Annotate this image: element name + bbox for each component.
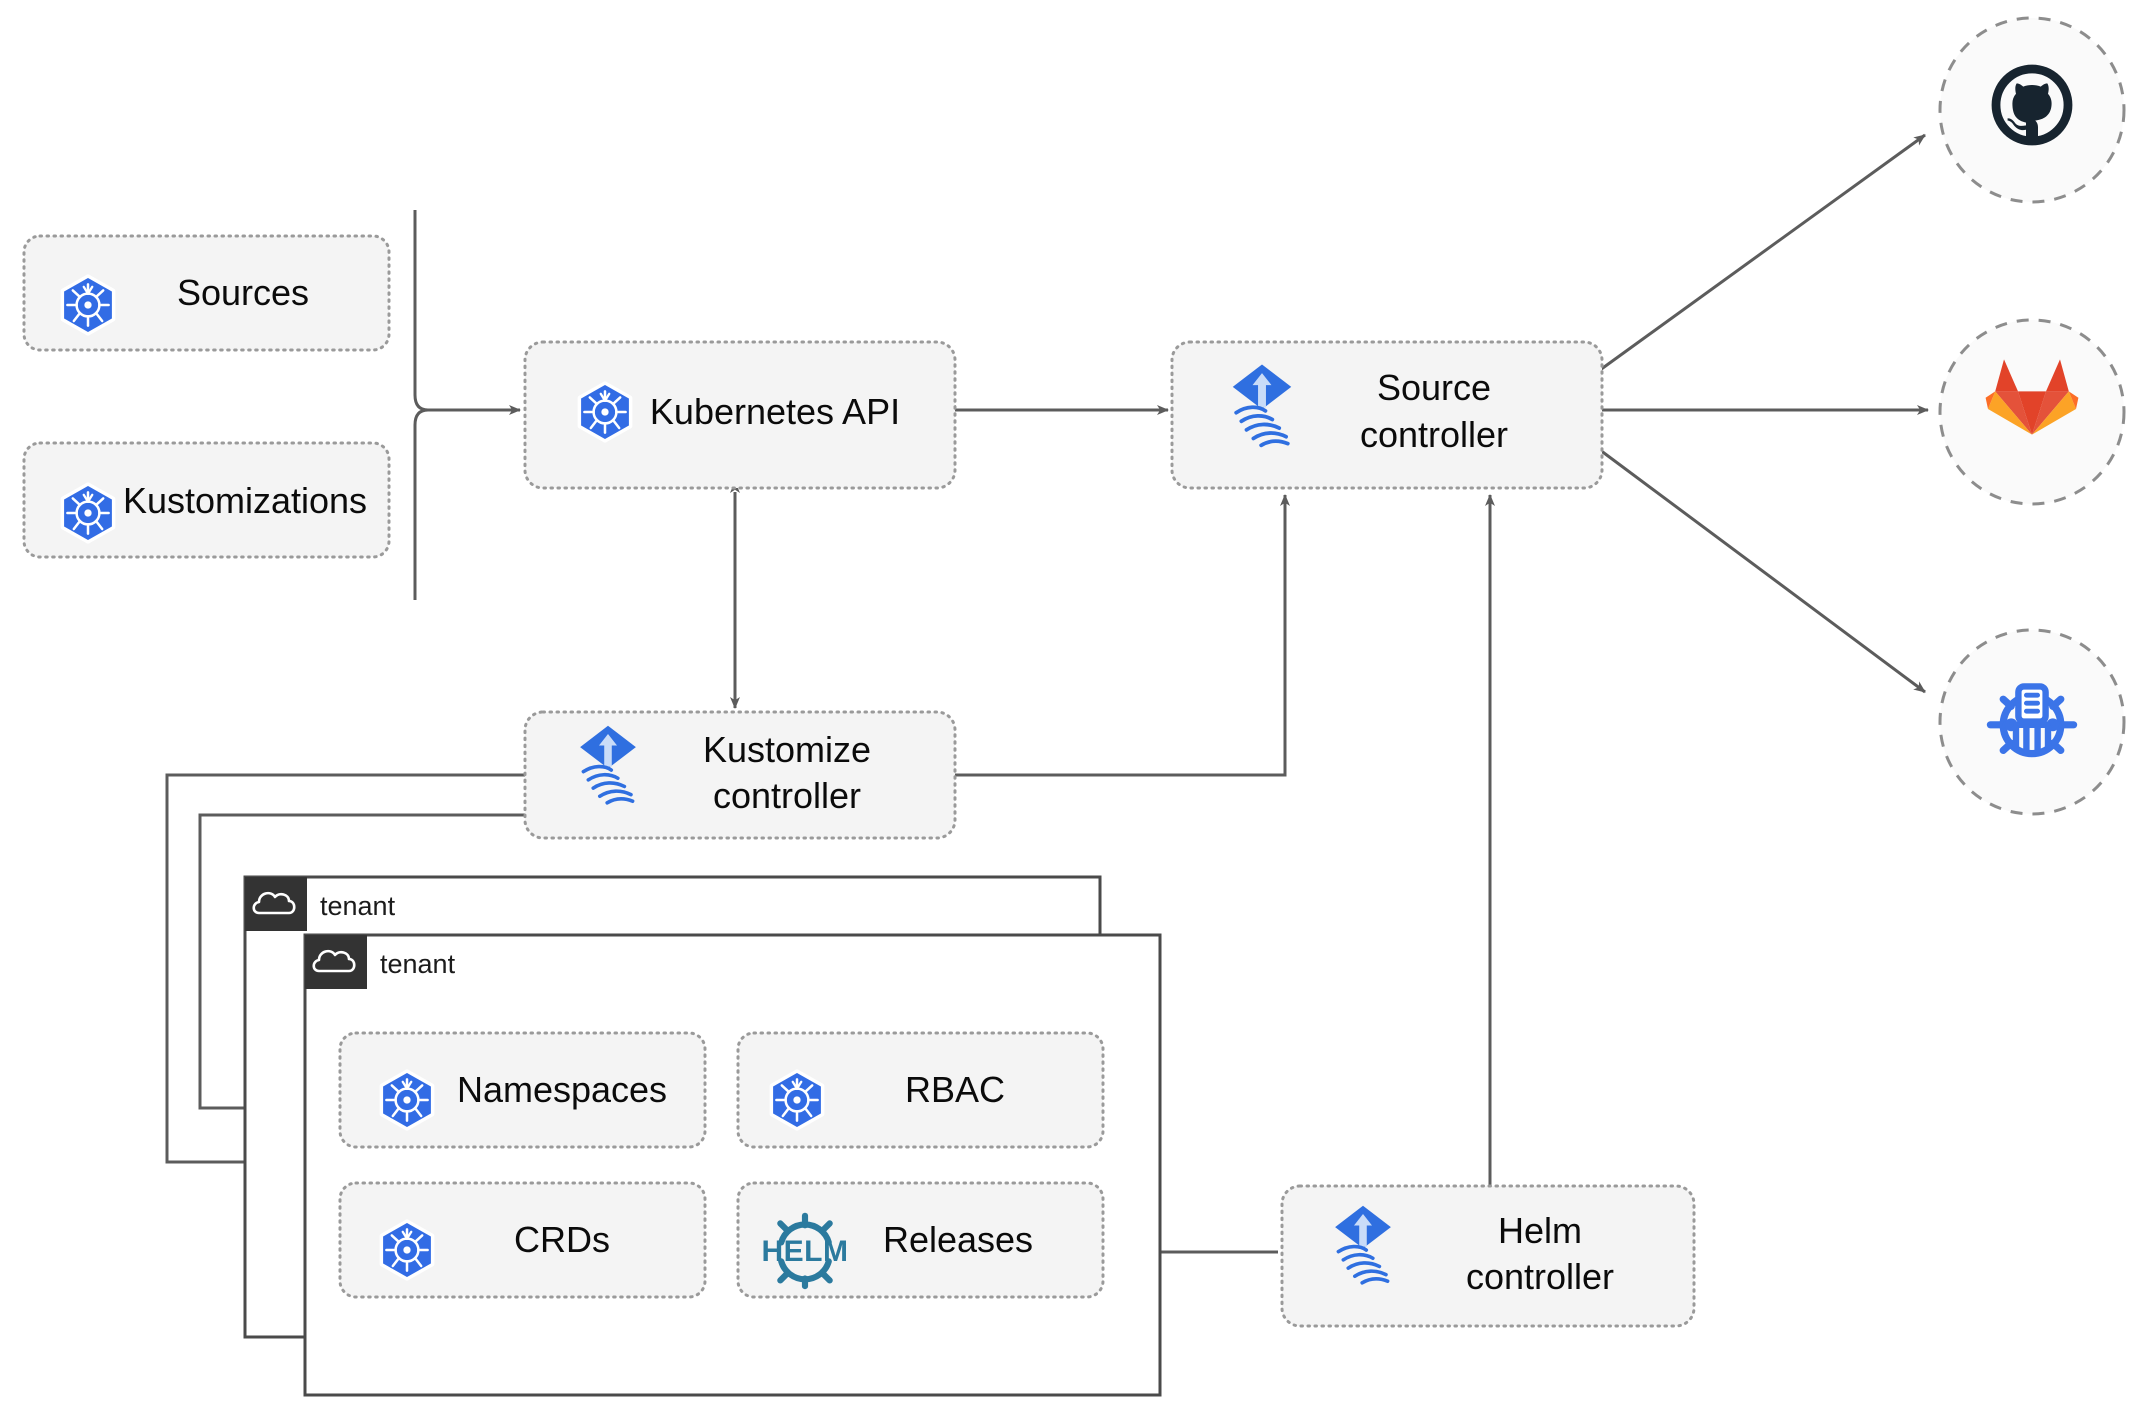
kubernetes-icon: [379, 1219, 435, 1281]
tenant-container-2[interactable]: tenant: [303, 933, 1162, 1397]
node-kustomizations[interactable]: Kustomizations: [22, 441, 391, 559]
kustomize-controller-label-line1: Kustomize: [703, 729, 871, 770]
rbac-label: RBAC: [905, 1069, 1005, 1110]
node-helm-registry[interactable]: [1938, 628, 2126, 816]
releases-label: Releases: [883, 1219, 1033, 1260]
tenant-label-2: tenant: [380, 949, 456, 979]
node-releases[interactable]: HELM Releases: [736, 1181, 1105, 1299]
node-rbac[interactable]: RBAC: [736, 1031, 1105, 1149]
edge-kustomizecontroller-sourcecontroller: [945, 494, 1290, 777]
crds-label: CRDs: [514, 1219, 610, 1260]
node-helm-controller[interactable]: Helm controller: [1280, 1184, 1696, 1328]
node-namespaces[interactable]: Namespaces: [338, 1031, 707, 1149]
kubernetes-icon: [379, 1069, 435, 1131]
connectors: [165, 133, 1929, 1257]
source-controller-label-line1: Source: [1377, 367, 1491, 408]
source-controller-label-line2: controller: [1360, 414, 1508, 455]
tenant-label-1: tenant: [320, 891, 396, 921]
node-kustomize-controller[interactable]: Kustomize controller: [523, 710, 957, 840]
helm-controller-label-line1: Helm: [1498, 1210, 1582, 1251]
kubernetes-icon: [577, 381, 633, 443]
edge-sourcecontroller-helmregistry: [1599, 448, 1926, 694]
sources-label: Sources: [177, 272, 309, 313]
bracket-connector: [413, 210, 429, 600]
kubernetes-icon: [769, 1069, 825, 1131]
helm-icon-word: HELM: [762, 1235, 849, 1268]
node-kubernetes-api[interactable]: Kubernetes API: [523, 340, 957, 490]
helm-controller-label-line2: controller: [1466, 1256, 1614, 1297]
node-source-controller[interactable]: Source controller: [1170, 340, 1604, 490]
kubernetes-icon: [60, 482, 116, 544]
kustomize-controller-label-line2: controller: [713, 775, 861, 816]
kustomizations-label: Kustomizations: [123, 480, 367, 521]
node-sources[interactable]: Sources: [22, 234, 391, 352]
node-github[interactable]: [1938, 16, 2126, 204]
kubernetes-icon: [60, 274, 116, 336]
kubernetes-api-label: Kubernetes API: [650, 391, 900, 432]
edge-sourcecontroller-github: [1599, 133, 1926, 372]
node-gitlab[interactable]: [1938, 318, 2126, 506]
namespaces-label: Namespaces: [457, 1069, 667, 1110]
edge-kustomizecontroller-tenant-1: [165, 773, 525, 1167]
node-crds[interactable]: CRDs: [338, 1181, 707, 1299]
